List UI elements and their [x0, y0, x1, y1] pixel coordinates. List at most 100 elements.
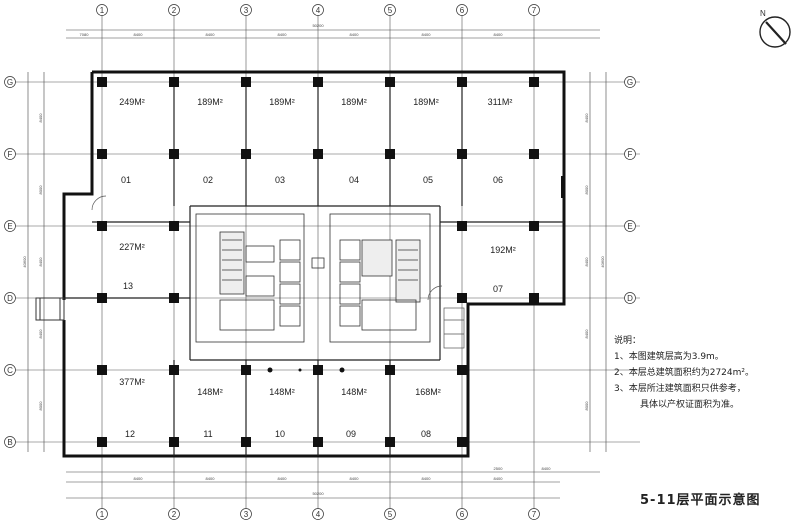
unit-08-number: 08 [421, 429, 431, 439]
col-axis-label: 5 [388, 510, 393, 519]
column-post [385, 77, 395, 87]
row-axis-label: F [8, 150, 13, 159]
row-axis-labels-right: G F E D [624, 76, 636, 304]
right-dimension: 8400 [584, 257, 589, 267]
axis-marker-row-d: D [4, 292, 16, 304]
row-axis-labels-left: G F E D C B [4, 76, 16, 448]
column-post [529, 293, 539, 303]
left-dimension: 8400 [38, 113, 43, 123]
unit-06-area: 311M² [488, 97, 513, 107]
axis-marker-col-4: 4 [312, 4, 324, 16]
column-post [313, 365, 323, 375]
right-dimension: 8000 [584, 185, 589, 195]
axis-marker-col-5-bottom: 5 [384, 508, 396, 520]
bay-window-left [35, 297, 65, 321]
compass-label: N [760, 9, 766, 18]
right-dimension: 8400 [584, 329, 589, 339]
col-axis-label: 3 [244, 6, 249, 15]
axis-marker-col-2-bottom: 2 [168, 508, 180, 520]
column-post [529, 221, 539, 231]
column-post [457, 437, 467, 447]
axis-marker-row-f-right: F [624, 148, 636, 160]
column-post [169, 149, 179, 159]
col-axis-label: 4 [316, 6, 321, 15]
top-dimension: 8400 [422, 32, 432, 37]
axis-marker-col-2: 2 [168, 4, 180, 16]
axis-marker-row-g: G [4, 76, 16, 88]
notes-heading: 说明： [614, 336, 642, 346]
axis-lines [14, 14, 640, 510]
top-dimension: 7080 [80, 32, 90, 37]
column-post [241, 365, 251, 375]
column-post [385, 365, 395, 375]
right-dimension: 8400 [584, 113, 589, 123]
row-axis-label: B [7, 438, 12, 447]
axis-marker-col-3: 3 [240, 4, 252, 16]
column-post [97, 365, 107, 375]
column-post [529, 149, 539, 159]
column-post [97, 77, 107, 87]
right-total-dimension: 40600 [600, 256, 605, 268]
exterior-walls [62, 70, 566, 458]
column-post [169, 365, 179, 375]
axis-marker-col-5: 5 [384, 4, 396, 16]
col-axis-label: 7 [532, 510, 537, 519]
unit-05-area: 189M² [413, 97, 439, 107]
axis-marker-col-3-bottom: 3 [240, 508, 252, 520]
column-post [97, 437, 107, 447]
row-axis-label: E [627, 222, 632, 231]
axis-marker-col-7-bottom: 7 [528, 508, 540, 520]
column-post [241, 437, 251, 447]
column-dots [267, 367, 345, 373]
column-post [169, 221, 179, 231]
col-axis-label: 5 [388, 6, 393, 15]
column-post [169, 437, 179, 447]
col-axis-label: 4 [316, 510, 321, 519]
axis-marker-row-c: C [4, 364, 16, 376]
axis-marker-col-4-bottom: 4 [312, 508, 324, 520]
row-axis-label: D [7, 294, 13, 303]
row-axis-label: C [7, 366, 13, 375]
left-dimension: 8400 [38, 257, 43, 267]
left-dimension: 8000 [38, 185, 43, 195]
row-axis-label: G [627, 78, 633, 87]
bottom-dimension: 8400 [134, 476, 144, 481]
axis-marker-col-6-bottom: 6 [456, 508, 468, 520]
column-post [97, 149, 107, 159]
unit-10-area: 148M² [269, 387, 295, 397]
unit-11-area: 148M² [197, 387, 223, 397]
bottom-right-dimension: 2500 [494, 466, 504, 471]
right-dimension: 8000 [584, 401, 589, 411]
unit-02-number: 02 [203, 175, 213, 185]
unit-06-number: 06 [493, 175, 503, 185]
unit-13-area: 227M² [119, 242, 145, 252]
row-axis-label: E [7, 222, 12, 231]
column-post [529, 77, 539, 87]
column-post [457, 365, 467, 375]
dimension-text: 50200 7080 8400 8400 8400 8400 8400 8400… [22, 23, 605, 496]
column-post [457, 293, 467, 303]
row-axis-label: D [627, 294, 633, 303]
unit-11-number: 11 [203, 429, 212, 439]
axis-marker-row-d-right: D [624, 292, 636, 304]
unit-09-number: 09 [346, 429, 356, 439]
top-dimension: 8400 [350, 32, 360, 37]
column-post [241, 149, 251, 159]
column-post [457, 149, 467, 159]
column-post [457, 221, 467, 231]
unit-04-area: 189M² [341, 97, 367, 107]
top-dimension: 8400 [278, 32, 288, 37]
unit-04-number: 04 [349, 175, 359, 185]
unit-05-number: 05 [423, 175, 433, 185]
left-dimension: 8000 [38, 401, 43, 411]
unit-09-area: 148M² [341, 387, 367, 397]
note-item: 2、本层总建筑面积约为2724m²。 [614, 368, 755, 378]
unit-07-area: 192M² [490, 245, 516, 255]
bottom-right-dimension: 8400 [542, 466, 552, 471]
col-axis-label: 6 [460, 6, 465, 15]
axis-marker-col-6: 6 [456, 4, 468, 16]
column-axis-labels-bottom: 1 2 3 4 5 6 7 [96, 508, 540, 520]
interior-partitions [64, 82, 564, 456]
unit-03-number: 03 [275, 175, 285, 185]
